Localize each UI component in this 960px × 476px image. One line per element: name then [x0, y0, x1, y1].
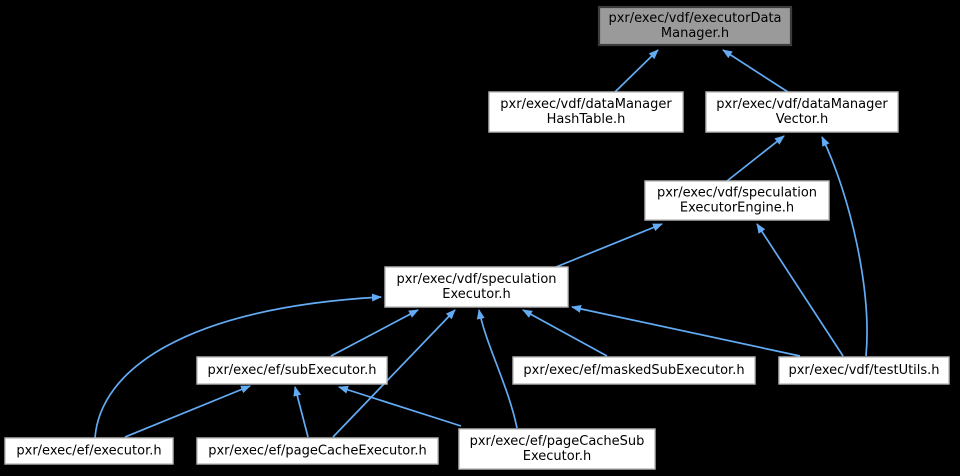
node-label-line: pxr/exec/vdf/dataManager	[716, 97, 888, 112]
graph-node-page-cache-executor[interactable]: pxr/exec/ef/pageCacheExecutor.h	[196, 437, 439, 465]
node-label-line: pxr/exec/ef/pageCacheExecutor.h	[208, 444, 427, 459]
node-label-line: pxr/exec/vdf/speculation	[657, 186, 817, 201]
include-edge-data-manager-vector-to-executor-data-manager	[722, 49, 789, 93]
node-box	[644, 180, 830, 221]
include-edge-executor-to-speculation-executor	[94, 293, 382, 439]
node-box	[458, 428, 656, 470]
include-edge-speculation-executor-to-speculation-executor-engine	[555, 223, 663, 268]
node-label-line: pxr/exec/ef/executor.h	[16, 444, 161, 459]
node-label-line: pxr/exec/ef/subExecutor.h	[208, 363, 377, 378]
node-box	[196, 356, 388, 385]
node-label-line: pxr/exec/ef/pageCacheSub	[470, 434, 645, 449]
include-edge-speculation-executor-engine-to-data-manager-vector	[726, 135, 785, 182]
node-box	[512, 356, 756, 385]
include-edge-test-utils-to-speculation-executor	[571, 304, 801, 357]
node-label-line: Vector.h	[776, 112, 829, 127]
graph-node-masked-sub-executor[interactable]: pxr/exec/ef/maskedSubExecutor.h	[512, 356, 756, 385]
node-label-line: ExecutorEngine.h	[680, 201, 794, 216]
include-edge-page-cache-executor-to-sub-executor	[293, 386, 309, 438]
node-box	[384, 266, 569, 308]
include-edge-page-cache-sub-executor-to-speculation-executor	[476, 309, 518, 429]
node-label-line: pxr/exec/vdf/speculation	[396, 272, 556, 287]
include-edge-masked-sub-executor-to-speculation-executor	[522, 309, 608, 357]
node-box	[597, 5, 793, 47]
node-box	[705, 91, 899, 133]
node-label-line: Manager.h	[661, 26, 729, 41]
include-edge-page-cache-sub-executor-to-sub-executor	[338, 385, 462, 427]
node-label-line: Executor.h	[523, 449, 591, 464]
node-box	[488, 91, 684, 133]
include-edge-executor-to-sub-executor	[124, 385, 251, 438]
node-label-line: pxr/exec/ef/maskedSubExecutor.h	[523, 363, 744, 378]
include-edge-page-cache-executor-to-speculation-executor	[332, 309, 456, 438]
node-box	[4, 437, 174, 465]
include-edge-test-utils-to-speculation-executor-engine	[756, 223, 844, 357]
node-label-line: pxr/exec/vdf/testUtils.h	[788, 363, 939, 378]
graph-node-executor[interactable]: pxr/exec/ef/executor.h	[4, 437, 174, 465]
node-box	[196, 437, 439, 465]
node-label-line: HashTable.h	[547, 112, 626, 127]
node-label-line: pxr/exec/vdf/dataManager	[500, 97, 672, 112]
node-label-line: Executor.h	[442, 287, 510, 302]
include-edge-test-utils-to-data-manager-vector	[821, 136, 868, 357]
node-box	[778, 356, 950, 385]
include-edge-data-manager-hash-table-to-executor-data-manager	[614, 49, 659, 93]
include-edge-sub-executor-to-speculation-executor	[330, 309, 419, 357]
graph-node-sub-executor[interactable]: pxr/exec/ef/subExecutor.h	[196, 356, 388, 385]
graph-node-test-utils[interactable]: pxr/exec/vdf/testUtils.h	[778, 356, 950, 385]
node-label-line: pxr/exec/vdf/executorData	[608, 11, 781, 26]
